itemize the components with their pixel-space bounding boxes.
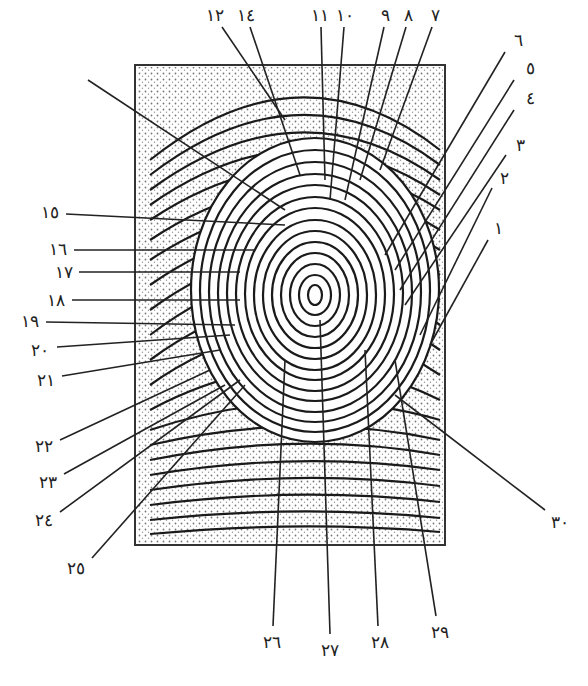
callout-number: ٢٦	[263, 634, 281, 651]
callout-number: ١٧	[55, 264, 73, 281]
callout-number: ١٩	[21, 313, 39, 330]
callout-number: ٢٠	[31, 342, 49, 359]
callout-number: ٢٨	[371, 634, 389, 651]
callout-number: ٤	[526, 90, 535, 107]
callout-number: ٦	[514, 32, 523, 49]
callout-number: ٩	[381, 7, 390, 24]
callout-number: ٢٢	[35, 438, 53, 455]
callout-number: ٢٥	[67, 560, 85, 577]
callout-number: ١١	[311, 7, 329, 24]
callout-number: ٢٩	[431, 624, 449, 641]
callout-number: ٥	[526, 60, 535, 77]
callout-number: ٢٤	[35, 512, 53, 529]
callout-number: ٢٣	[39, 474, 57, 491]
callout-number: ٧	[431, 7, 440, 24]
callout-number: ٢٧	[321, 642, 339, 659]
callout-number: ١٠	[336, 7, 354, 24]
callout-number: ١٢	[206, 7, 224, 24]
callout-number: ١٨	[47, 292, 65, 309]
callout-number: ٢	[500, 170, 509, 187]
callout-number: ١	[494, 220, 503, 237]
callout-number: ١٦	[49, 241, 67, 258]
callout-number: ٨	[404, 7, 413, 24]
callout-number: ٢١	[37, 372, 55, 389]
leader-lines	[46, 27, 545, 634]
callout-number: ٣٠	[551, 514, 569, 531]
callout-number: ١٥	[41, 204, 59, 221]
callout-number: ١٤	[237, 7, 255, 24]
callout-number: ٣	[516, 137, 525, 154]
